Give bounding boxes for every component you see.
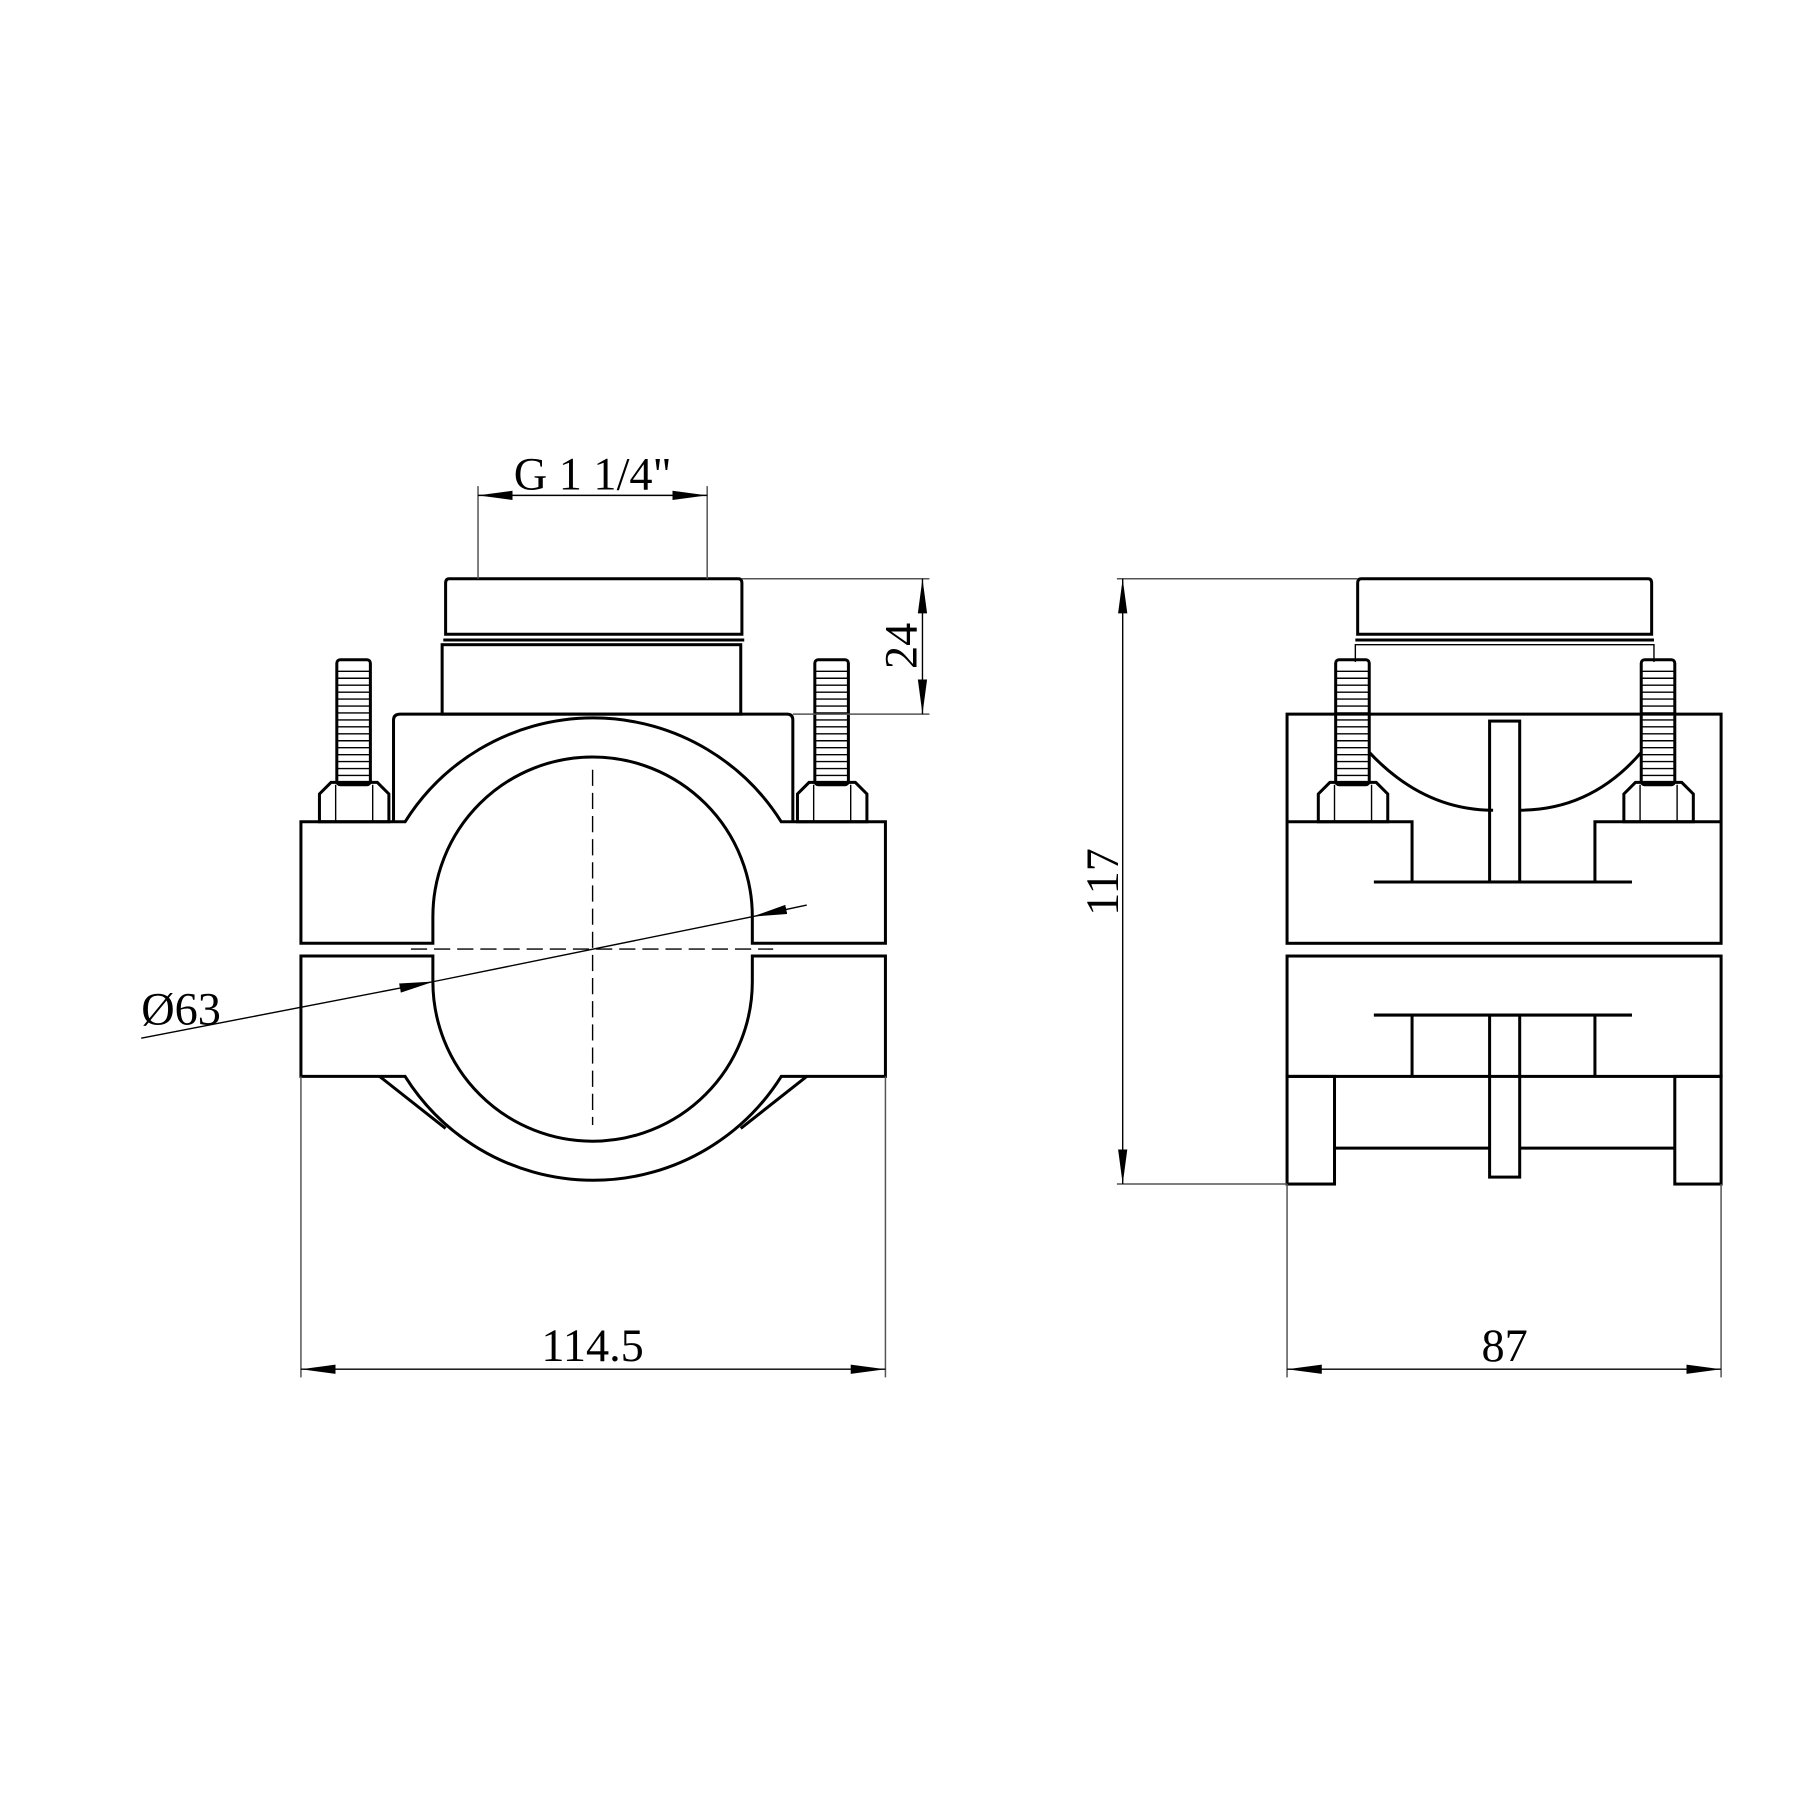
- side-view: 117 87: [1078, 577, 1723, 1378]
- right-bolt: [795, 658, 869, 824]
- left-foot: [1285, 1074, 1337, 1186]
- outlet-height-label: 24: [877, 623, 928, 669]
- overall-depth-label: 87: [1482, 1321, 1528, 1372]
- thread-size-label: G 1 1/4": [514, 450, 672, 501]
- right-foot: [1673, 1074, 1723, 1186]
- outlet-neck: [440, 643, 743, 716]
- saddle-base: [392, 712, 795, 822]
- pipe-diameter-label: Ø63: [141, 984, 221, 1035]
- lower-clamp: [299, 954, 887, 1182]
- side-lower-block: [1285, 954, 1723, 1078]
- front-view: Ø63 G 1 1/4" 24 114.5: [141, 450, 930, 1378]
- overall-width-label: 114.5: [541, 1321, 643, 1372]
- upper-clamp: [299, 716, 887, 945]
- side-upper-block: [1285, 712, 1723, 945]
- side-left-bolt: [1316, 658, 1390, 824]
- left-bolt: [317, 658, 391, 824]
- side-outlet-cap: [1356, 577, 1654, 636]
- outlet-cap: [444, 577, 744, 636]
- side-right-bolt: [1622, 658, 1695, 824]
- overall-height-label: 117: [1078, 848, 1129, 916]
